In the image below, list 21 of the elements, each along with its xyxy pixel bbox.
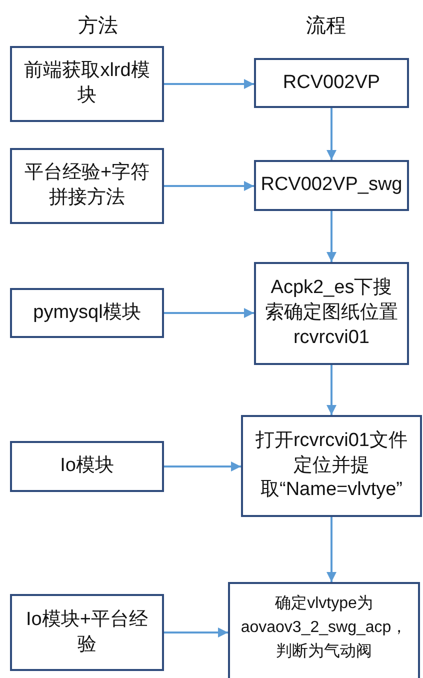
arrow <box>326 365 336 415</box>
method-box: pymysql模块 <box>10 288 164 338</box>
step-box: RCV002VP <box>254 58 409 108</box>
column-heading: 方法 <box>78 14 118 39</box>
method-box: Io模块 <box>10 441 164 492</box>
step-box: 打开rcvrcvi01文件定位并提取“Name=vlvtye” <box>241 415 422 517</box>
arrow <box>164 628 228 638</box>
step-box: Acpk2_es下搜索确定图纸位置rcvrcvi01 <box>254 262 409 365</box>
method-box: 前端获取xlrd模块 <box>10 46 164 122</box>
arrow <box>164 308 254 318</box>
method-box: 平台经验+字符拼接方法 <box>10 148 164 224</box>
step-box: RCV002VP_swg <box>254 160 409 211</box>
arrow <box>164 79 254 89</box>
arrow <box>326 211 336 262</box>
step-box: 确定vlvtype为aovaov3_2_swg_acp，判断为气动阀 <box>228 582 420 678</box>
method-box: Io模块+平台经验 <box>10 594 164 671</box>
arrow <box>326 108 336 160</box>
arrow <box>326 517 336 582</box>
arrow <box>164 462 241 472</box>
column-heading: 流程 <box>306 14 346 39</box>
arrow <box>164 181 254 191</box>
